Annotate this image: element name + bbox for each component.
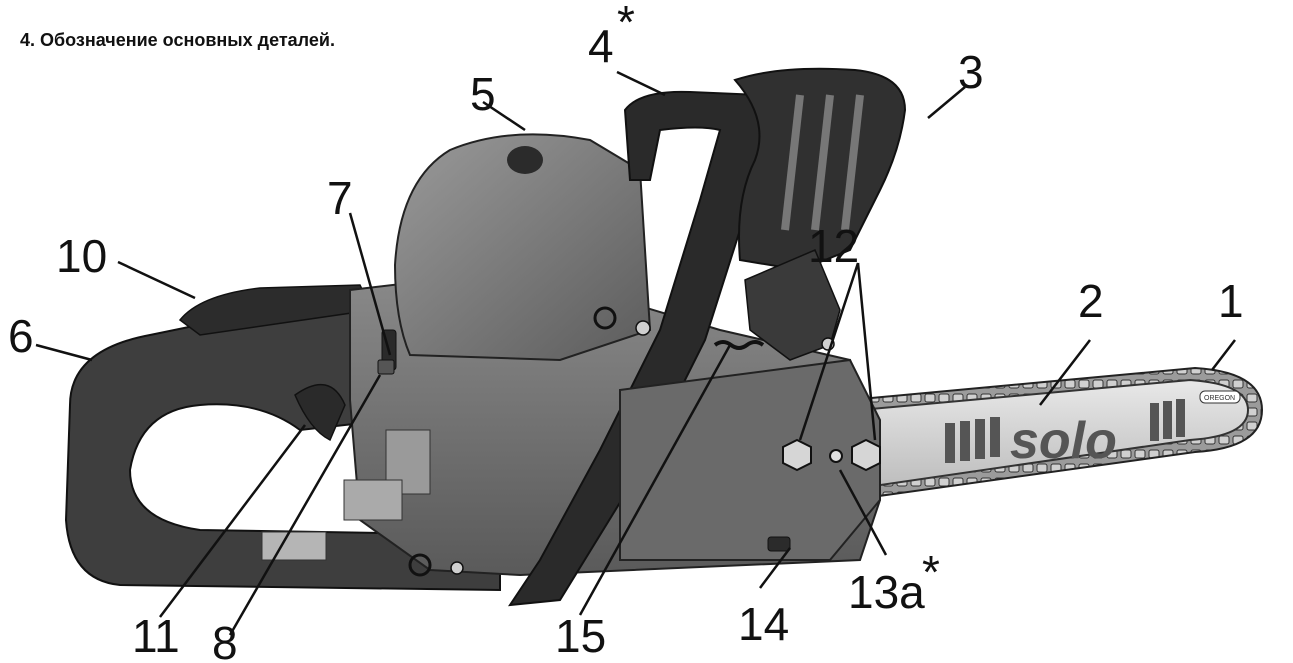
spring (713, 340, 765, 350)
label-7: 7 (327, 172, 353, 224)
guard-slot (781, 94, 804, 231)
rear-spring (408, 553, 432, 577)
guard-slot (811, 94, 834, 231)
bar-nut (851, 438, 881, 472)
label-13a: 13a (848, 566, 925, 618)
label-8: 8 (212, 617, 238, 663)
rear-handle (64, 298, 501, 592)
oil-adjust-screw (767, 536, 791, 552)
choke-lever (377, 359, 395, 375)
oregon-label: OREGON (1204, 395, 1235, 402)
screw (635, 320, 651, 336)
info-label (261, 531, 327, 561)
label-15: 15 (555, 610, 606, 662)
top-cover (393, 133, 652, 362)
mount-spring (593, 306, 617, 330)
label-1: 1 (1218, 275, 1244, 327)
screw (450, 561, 464, 575)
bar-nut (782, 438, 812, 472)
label-10: 10 (56, 230, 107, 282)
label-4: 4 (588, 20, 614, 72)
guard-slot (841, 94, 864, 231)
label-5: 5 (470, 68, 496, 120)
cover-logo (507, 146, 543, 174)
warning-label (385, 429, 431, 495)
tension-screw (829, 449, 843, 463)
label-11: 11 (132, 610, 180, 662)
label-6: 6 (8, 310, 34, 362)
svg-text:solo: solo (1010, 412, 1117, 470)
throttle-trigger (294, 383, 346, 442)
label-2: 2 (1078, 275, 1104, 327)
bar-brand-logo: solo (945, 399, 1185, 470)
warning-label (343, 479, 403, 521)
label-12: 12 (808, 220, 859, 272)
label-13a-star: * (922, 546, 940, 598)
oregon-badge (1199, 390, 1241, 404)
sprocket-cover (619, 358, 881, 561)
label-3: 3 (958, 46, 984, 98)
leader-lines (35, 70, 1236, 636)
label-14: 14 (738, 598, 789, 650)
section-heading: 4. Обозначение основных деталей. (20, 30, 335, 50)
label-4-star: * (617, 0, 635, 48)
